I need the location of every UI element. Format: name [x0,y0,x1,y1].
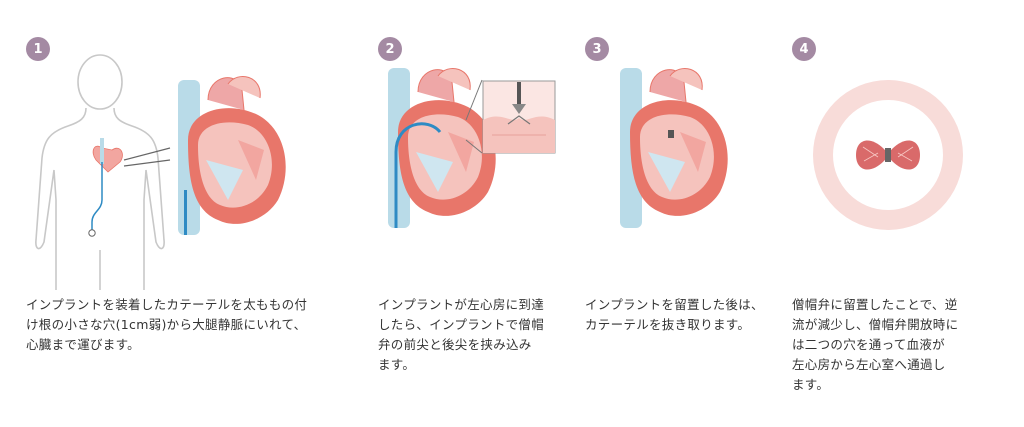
valve-zoom-inset [465,79,556,154]
small-heart-icon [92,145,123,173]
step-4-badge: 4 [792,37,816,61]
step-1-caption: インプラントを装着したカテーテルを太ももの付 け根の小さな穴(1cm弱)から大腿… [26,297,308,352]
step-2-badge: 2 [378,37,402,61]
implant-clip [885,148,891,162]
human-silhouette-icon [35,54,171,290]
step-3-caption: インプラントを留置した後は、 カテーテルを抜き取ります。 [585,297,764,332]
step-2-caption: インプラントが左心房に到達 したら、インプラントで僧帽 弁の前尖と後尖を挟み込み… [378,297,545,372]
heart-diagram-1 [178,76,286,235]
valve-top-view [813,80,963,230]
step-1-badge: 1 [26,37,50,61]
insertion-point [88,229,96,237]
step-3-badge: 3 [585,37,609,61]
heart-diagram-2 [388,68,496,228]
catheter-line [91,162,103,230]
heart-diagram-3 [620,68,728,228]
step-4-caption: 僧帽弁に留置したことで、逆 流が減少し、僧帽弁開放時に は二つの穴を通って血液が… [792,297,959,392]
